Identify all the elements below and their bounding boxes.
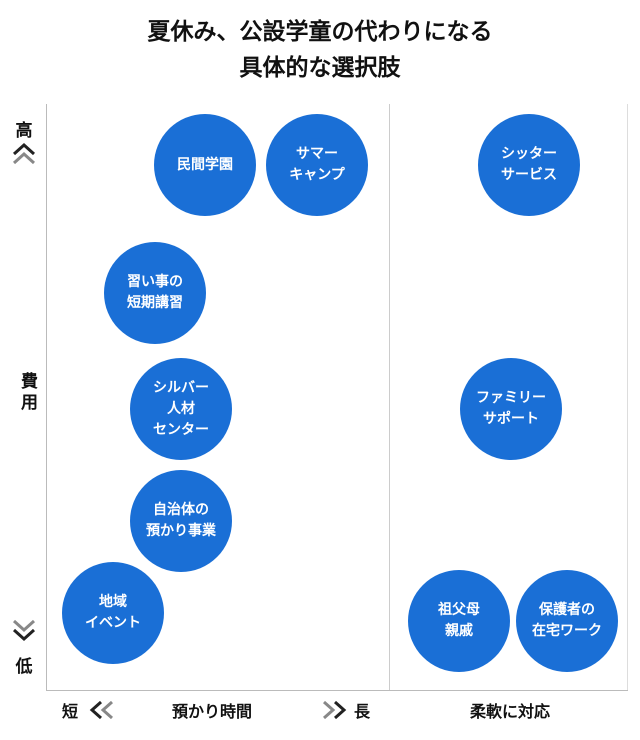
bubble-text: 民間学園 <box>177 156 233 173</box>
x-axis-long-label: 長 <box>354 702 371 721</box>
double-chevron-right-icon <box>323 700 347 720</box>
bubble-text: 自治体の <box>153 502 209 518</box>
x-axis-label: 預かり時間 <box>172 702 253 721</box>
bubble-chiiki-event: 地域 イベント <box>62 562 164 664</box>
y-axis-line <box>46 104 47 690</box>
bubble-minkan-gakuen: 民間学園 <box>154 114 256 216</box>
x-axis-right-label: 柔軟に対応 <box>470 702 551 721</box>
y-axis-high-label: 高 <box>15 121 33 141</box>
bubble-text: 保護者の <box>539 602 595 618</box>
bubble-text: 短期講習 <box>127 295 183 311</box>
bubble-naraigoto: 習い事の 短期講習 <box>104 242 206 344</box>
bubble-text: 親戚 <box>445 623 473 639</box>
double-chevron-down-icon <box>12 619 36 642</box>
diagram-title: 夏休み、公設学童の代わりになる 具体的な選択肢 <box>0 14 640 86</box>
bubble-silver-jinzai: シルバー 人材 センター <box>130 358 232 460</box>
bubble-text: イベント <box>85 615 141 631</box>
bubble-jichitai: 自治体の 預かり事業 <box>130 470 232 572</box>
double-chevron-left-icon <box>89 700 113 720</box>
title-line-2: 具体的な選択肢 <box>239 55 401 81</box>
bubble-text: シルバー <box>153 379 209 396</box>
bubble-text: サマー <box>296 146 338 162</box>
bubble-text: 預かり事業 <box>146 523 216 539</box>
bubble-text: キャンプ <box>289 167 345 183</box>
right-border <box>627 104 628 690</box>
bubble-text: センター <box>153 421 209 438</box>
bubble-hogosha: 保護者の 在宅ワーク <box>516 570 618 672</box>
y-axis-label: 費用 <box>17 372 37 414</box>
bubble-text: 習い事の <box>127 274 183 290</box>
bubble-family-support: ファミリー サポート <box>460 358 562 460</box>
x-axis-line <box>46 690 628 691</box>
bubble-text: シッター <box>501 146 557 162</box>
quadrant-divider <box>389 104 390 690</box>
bubble-sitter-service: シッター サービス <box>478 114 580 216</box>
bubble-summer-camp: サマー キャンプ <box>266 114 368 216</box>
bubble-sofubo: 祖父母 親戚 <box>408 570 510 672</box>
x-axis-short-label: 短 <box>62 702 79 721</box>
bubble-text: サービス <box>501 167 557 183</box>
bubble-text: 地域 <box>99 594 127 610</box>
title-line-1: 夏休み、公設学童の代わりになる <box>147 19 493 45</box>
bubble-text: 人材 <box>167 400 195 417</box>
y-axis-low-label: 低 <box>15 657 33 677</box>
bubble-text: サポート <box>483 411 539 427</box>
bubble-text: 在宅ワーク <box>532 623 602 639</box>
bubble-text: ファミリー <box>476 390 546 406</box>
double-chevron-up-icon <box>12 142 36 165</box>
bubble-text: 祖父母 <box>438 602 480 618</box>
